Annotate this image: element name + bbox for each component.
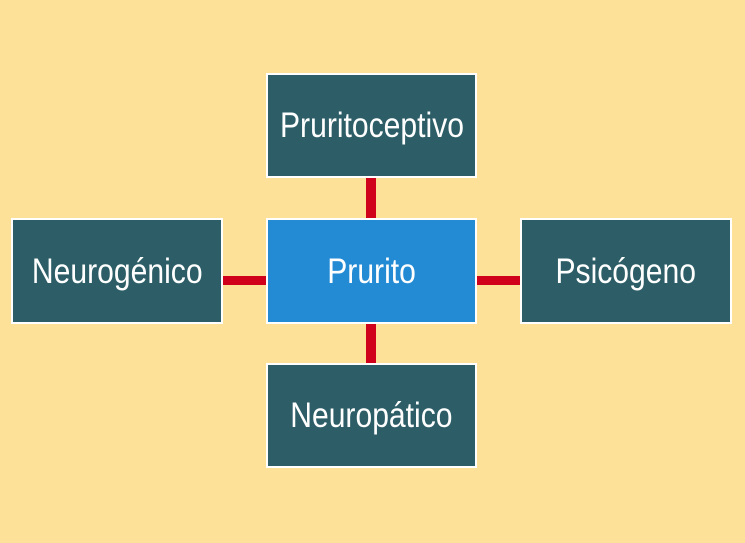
node-label: Psicógeno bbox=[555, 251, 697, 291]
node-psicogeno: Psicógeno bbox=[520, 218, 732, 324]
node-label: Prurito bbox=[327, 251, 416, 291]
connector-top bbox=[366, 178, 376, 218]
connector-left bbox=[223, 276, 266, 285]
connector-bottom bbox=[366, 324, 376, 363]
node-neurogenico: Neurogénico bbox=[11, 218, 223, 324]
node-pruritoceptivo: Pruritoceptivo bbox=[266, 73, 477, 178]
node-neuropatico: Neuropático bbox=[266, 363, 477, 468]
connector-right bbox=[477, 276, 520, 285]
node-label: Pruritoceptivo bbox=[279, 106, 464, 145]
node-label: Neuropático bbox=[290, 396, 453, 435]
node-prurito: Prurito bbox=[266, 218, 477, 324]
node-label: Neurogénico bbox=[31, 251, 203, 291]
